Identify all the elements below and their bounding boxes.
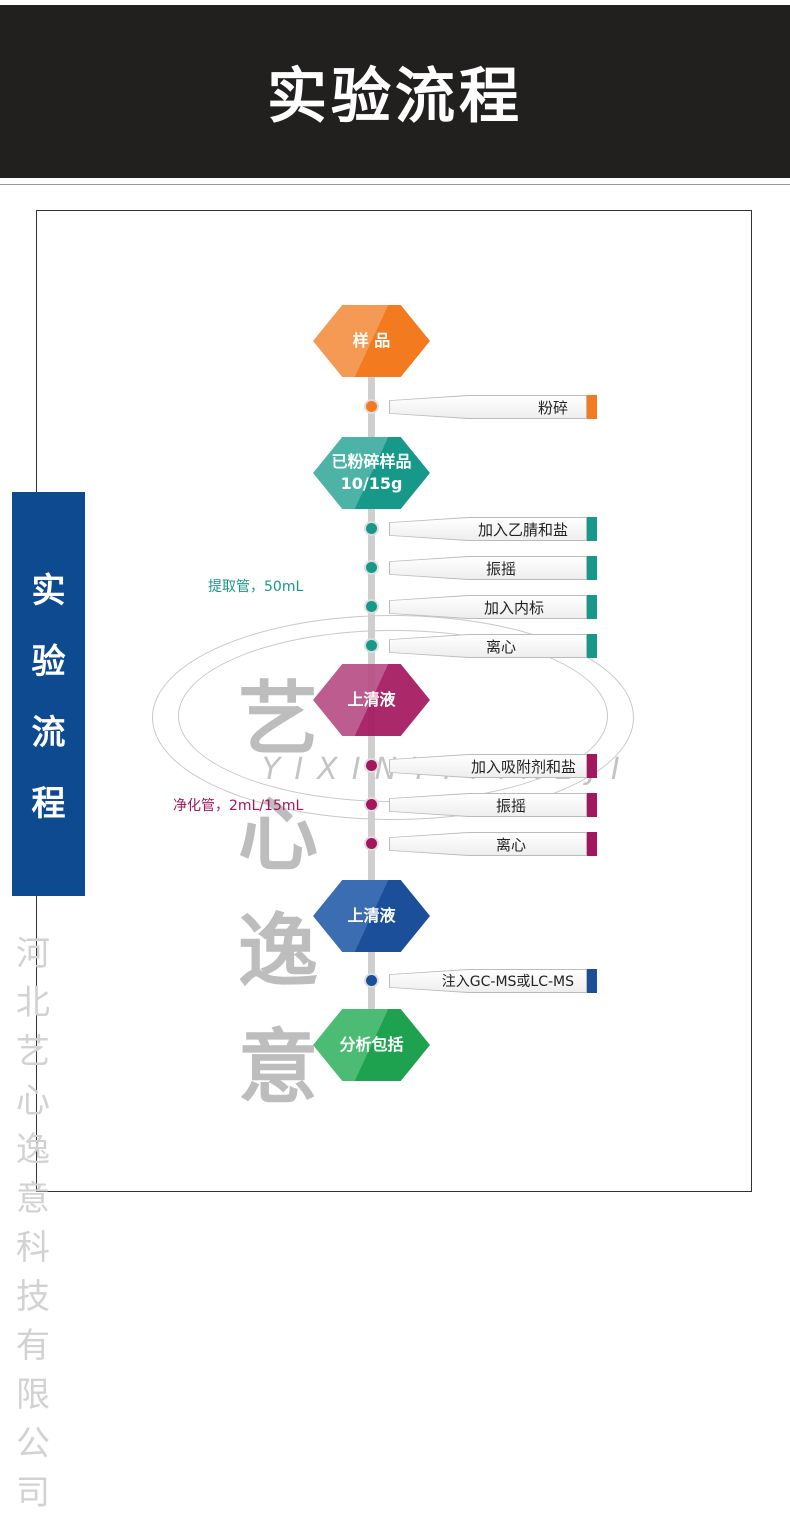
step-label: 振摇 (390, 794, 586, 816)
node-label: 上清液 (347, 906, 396, 925)
side-char: 程 (31, 784, 66, 824)
step-color-tab (587, 517, 597, 541)
step-tube: 加入内标 (389, 595, 587, 619)
step-tube: 振摇 (389, 556, 587, 580)
node-ground-sample: 已粉碎样品 10/15g (313, 437, 430, 509)
step-label: 加入吸附剂和盐 (390, 755, 586, 777)
node-supernatant-2: 上清液 (313, 880, 430, 952)
step-color-tab (587, 832, 597, 856)
step-color-tab (587, 754, 597, 778)
node-sample: 样 品 (313, 305, 430, 377)
side-label: 实 验 流 程 (12, 492, 85, 896)
node-sublabel: 10/15g (340, 474, 403, 493)
step-label: 离心 (390, 635, 586, 657)
step-color-tab (587, 969, 597, 993)
step-tube: 粉碎 (389, 395, 587, 419)
step-dot (364, 836, 379, 851)
step-tube: 加入吸附剂和盐 (389, 754, 587, 778)
step-label: 离心 (390, 833, 586, 855)
step-color-tab (587, 556, 597, 580)
step-dot (364, 973, 379, 988)
step-dot (364, 797, 379, 812)
step-color-tab (587, 395, 597, 419)
step-dot (364, 638, 379, 653)
step-tube: 离心 (389, 634, 587, 658)
step-label: 粉碎 (390, 396, 586, 418)
step-label: 加入内标 (390, 596, 586, 618)
step-dot (364, 758, 379, 773)
step-tube: 振摇 (389, 793, 587, 817)
step-dot (364, 599, 379, 614)
step-tube: 加入乙腈和盐 (389, 517, 587, 541)
node-label: 样 品 (352, 331, 391, 350)
node-label: 分析包括 (339, 1035, 404, 1054)
step-tube: 离心 (389, 832, 587, 856)
step-color-tab (587, 793, 597, 817)
note-cleanup: 净化管，2mL/15mL (173, 798, 304, 814)
step-dot (364, 399, 379, 414)
side-char: 实 (31, 571, 66, 611)
step-label: 注入GC-MS或LC-MS (390, 970, 586, 992)
note-extraction: 提取管，50mL (208, 579, 304, 595)
divider (0, 184, 790, 185)
step-tube: 注入GC-MS或LC-MS (389, 969, 587, 993)
node-label: 已粉碎样品 (331, 452, 412, 471)
side-char: 流 (31, 713, 66, 753)
side-char: 验 (31, 642, 66, 682)
page-title: 实验流程 (267, 62, 523, 132)
step-dot (364, 560, 379, 575)
node-label: 上清液 (347, 690, 396, 709)
step-dot (364, 521, 379, 536)
step-label: 振摇 (390, 557, 586, 579)
node-analysis: 分析包括 (313, 1009, 430, 1081)
step-color-tab (587, 595, 597, 619)
step-color-tab (587, 634, 597, 658)
header-banner: 实验流程 (0, 5, 790, 178)
step-label: 加入乙腈和盐 (390, 518, 586, 540)
node-supernatant-1: 上清液 (313, 664, 430, 736)
